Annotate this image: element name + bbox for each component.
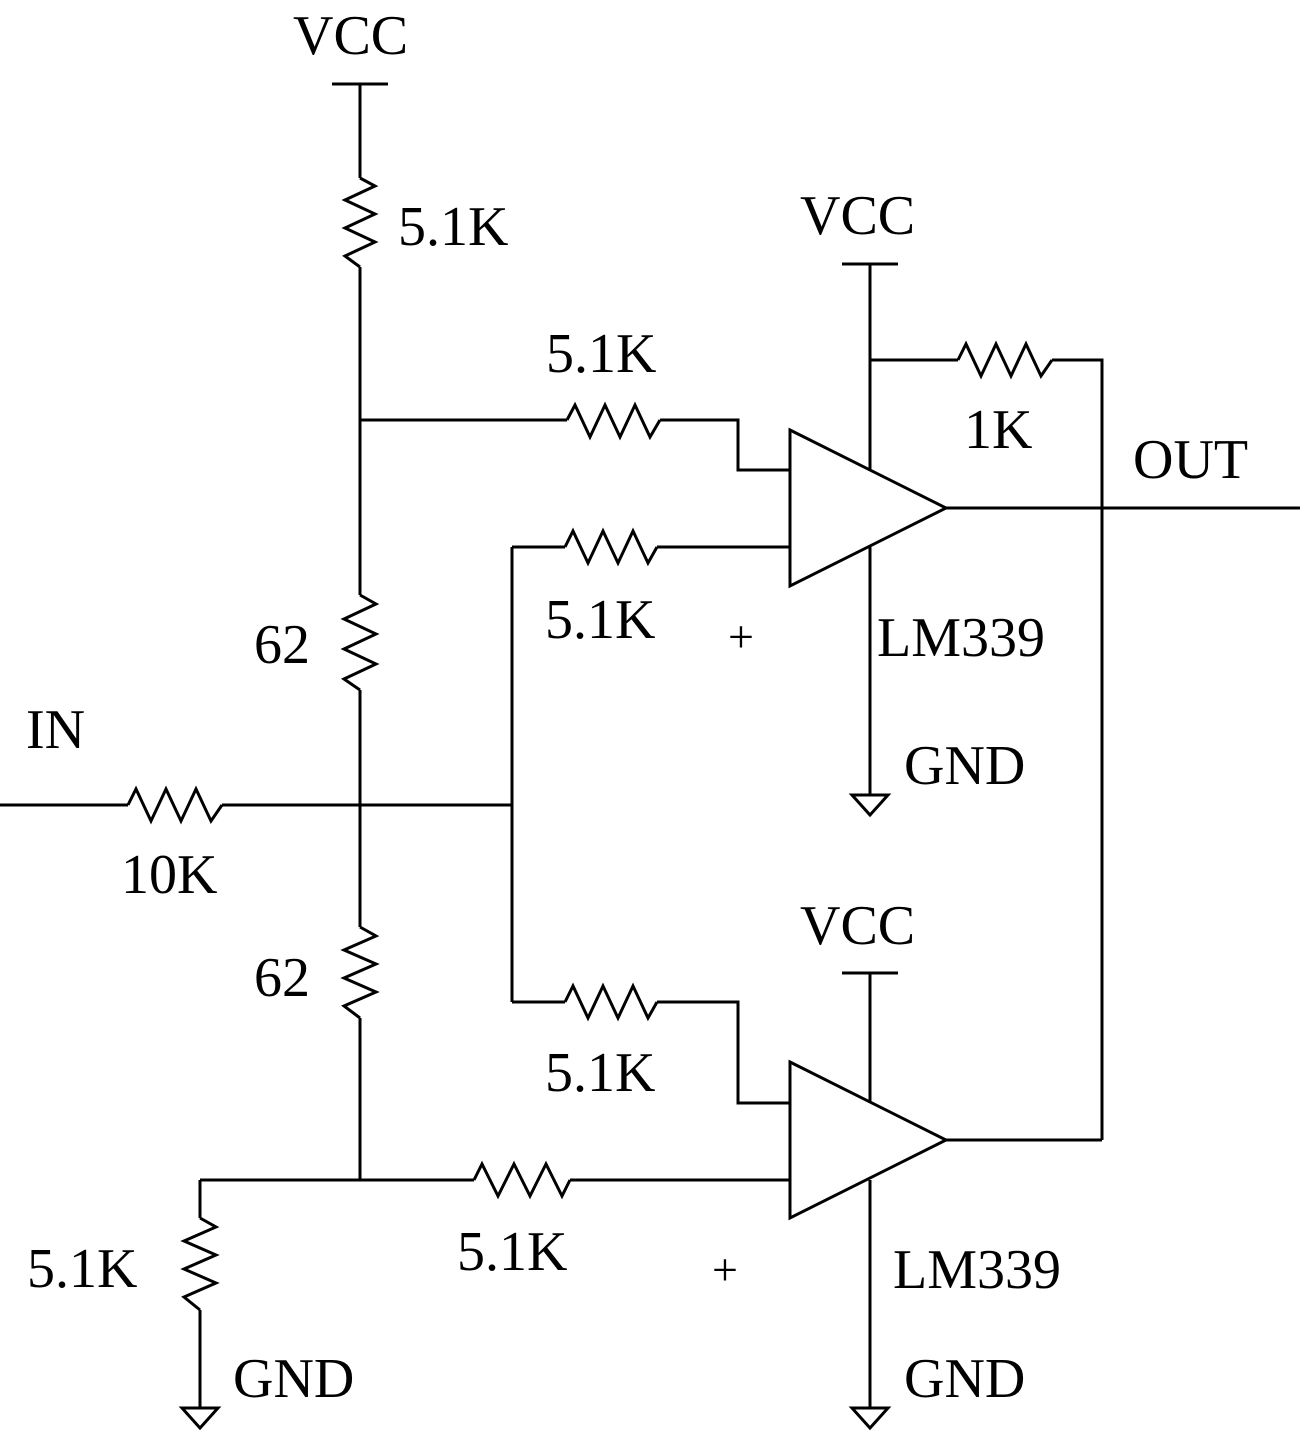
pullup-wire-b	[1052, 358, 1104, 1140]
ground-icon	[178, 1406, 222, 1431]
labels: VCC 5.1K VCC 5.1K 1K OUT 5.1K + LM339 62…	[26, 5, 1248, 1410]
comparators	[788, 427, 950, 1221]
resistor-icon	[956, 340, 1054, 380]
resistor-icon	[180, 1216, 220, 1312]
r-pullup-label: 1K	[964, 399, 1032, 461]
lm339-lower-label: LM339	[893, 1239, 1061, 1301]
plus-lower-label: +	[712, 1244, 738, 1295]
r-62-lower-label: 62	[254, 947, 310, 1009]
resistor-icon	[340, 925, 380, 1020]
resistor-icon	[472, 1160, 572, 1200]
vcc-lower-comp-label: VCC	[800, 895, 915, 957]
resistor-icon	[126, 785, 224, 825]
r-lower-b-label: 5.1K	[457, 1221, 567, 1283]
ground-icon	[848, 1406, 892, 1431]
gnd-left-label: GND	[233, 1348, 354, 1410]
r-lower-a-label: 5.1K	[545, 1042, 655, 1104]
r-top-label: 5.1K	[398, 196, 508, 258]
lm339-upper-label: LM339	[877, 607, 1045, 669]
r-62-upper-label: 62	[254, 614, 310, 676]
out-label: OUT	[1133, 429, 1248, 491]
grounds	[178, 793, 892, 1431]
resistor-icon	[341, 176, 379, 269]
resistor-icon	[563, 527, 659, 567]
comparator-icon	[788, 1059, 950, 1221]
vcc-upper-comp-label: VCC	[800, 185, 915, 247]
r-in-label: 10K	[121, 844, 217, 906]
gnd-upper-label: GND	[904, 735, 1025, 797]
resistor-icon	[565, 401, 662, 441]
in-label: IN	[26, 699, 85, 761]
resistor-icon	[340, 593, 380, 692]
upper-comp-inv-wire-b	[660, 418, 790, 472]
r-upper-inv-in-label: 5.1K	[546, 323, 656, 385]
resistors	[126, 176, 1054, 1312]
wires	[0, 82, 1300, 1408]
r-bottom-left-label: 5.1K	[27, 1238, 137, 1300]
ground-icon	[848, 793, 892, 818]
gnd-lower-label: GND	[904, 1348, 1025, 1410]
resistor-icon	[563, 982, 659, 1022]
lower-comp-inv-wire-b	[657, 1000, 790, 1105]
vcc-top-label: VCC	[293, 5, 408, 67]
plus-upper-label: +	[728, 611, 754, 662]
comparator-icon	[788, 427, 950, 589]
r-upper-noninv-in-label: 5.1K	[545, 589, 655, 651]
